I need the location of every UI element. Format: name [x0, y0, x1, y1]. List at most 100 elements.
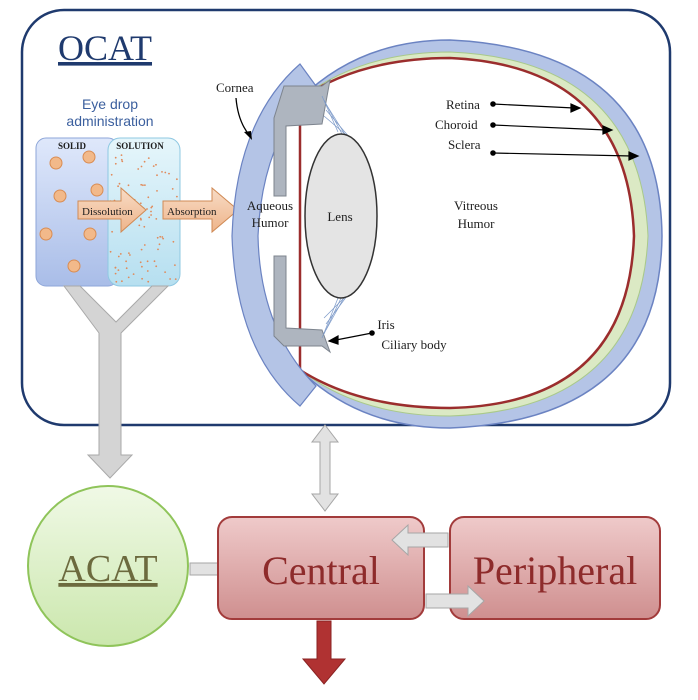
solution-particle — [138, 224, 141, 227]
peripheral-label: Peripheral — [473, 548, 637, 593]
solution-particle — [121, 280, 123, 283]
solution-particle — [110, 173, 113, 176]
solution-particle — [140, 248, 143, 251]
solution-particle — [144, 184, 146, 187]
ocat-central-arrow — [310, 424, 340, 512]
solution-particle — [147, 157, 150, 160]
solution-particle — [150, 214, 153, 216]
solution-particle — [141, 277, 144, 280]
solution-particle — [174, 278, 177, 280]
solution-particle — [127, 184, 130, 187]
solution-particle — [171, 188, 174, 190]
iris-pointer — [327, 330, 375, 345]
retina-layer — [298, 56, 636, 410]
solution-particle — [119, 253, 122, 255]
sclera-label: Sclera — [448, 137, 481, 152]
iris-bottom — [273, 255, 332, 354]
solution-particle — [152, 165, 155, 168]
solution-particle — [147, 280, 150, 283]
solution-particle — [117, 269, 120, 271]
central-to-peripheral-arrow — [425, 584, 485, 618]
solution-particle — [164, 171, 167, 174]
y-connector — [63, 285, 170, 479]
solution-particle — [156, 190, 158, 192]
solution-particle — [114, 162, 117, 165]
ocat-title: OCAT — [58, 28, 152, 68]
dissolution-label: Dissolution — [82, 206, 133, 218]
absorption-arrow — [162, 186, 239, 234]
solution-particle — [146, 260, 149, 263]
solution-particle — [168, 172, 170, 175]
solution-particle — [114, 156, 117, 159]
lens — [304, 133, 378, 299]
solution-particle — [140, 165, 143, 168]
solution-particle — [139, 217, 142, 220]
solution-particle — [111, 230, 113, 233]
solution-particle — [120, 154, 123, 157]
solution-particle — [147, 196, 150, 199]
solution-particle — [174, 264, 176, 266]
solution-particle — [161, 236, 164, 238]
solution-particle — [127, 252, 130, 255]
solution-particle — [150, 210, 152, 213]
aqueous-label-line1: Aqueous — [247, 198, 293, 213]
iris-label: Iris — [377, 317, 394, 332]
elimination-arrow — [301, 620, 347, 685]
solution-particle — [155, 218, 158, 220]
solution-particle — [125, 260, 127, 263]
eyeball — [231, 39, 663, 429]
solution-particle — [162, 237, 165, 240]
solution-particle — [132, 273, 135, 275]
solution-particle — [117, 255, 120, 258]
solution-particle — [176, 195, 178, 198]
solution-particle — [156, 174, 158, 177]
solution-particle — [176, 178, 178, 181]
solution-particle — [151, 205, 154, 208]
solution-particle — [169, 278, 172, 280]
solution-particle — [172, 240, 175, 243]
solution-particle — [155, 163, 157, 166]
solution-particle — [146, 208, 148, 210]
solution-particle — [139, 202, 142, 205]
central-label: Central — [262, 548, 380, 593]
peripheral-compartment — [449, 516, 661, 620]
zonule-fibers-bottom — [321, 289, 353, 339]
vitreous-label-line2: Humor — [458, 216, 496, 231]
solution-particle — [155, 265, 158, 268]
solution-particle — [153, 260, 156, 263]
aqueous-label-line2: Humor — [252, 215, 290, 230]
solution-particle — [141, 265, 143, 268]
dissolution-arrow — [77, 186, 147, 234]
central-compartment — [217, 516, 425, 620]
solution-particle — [161, 171, 163, 173]
cornea-layer — [231, 63, 317, 407]
choroid-label: Choroid — [435, 117, 478, 132]
ciliary-body-label: Ciliary body — [381, 337, 447, 352]
solution-particle — [140, 183, 143, 186]
solution-particle — [114, 266, 117, 269]
solution-particle — [109, 250, 112, 253]
retina-label: Retina — [446, 97, 480, 112]
iris-top — [273, 78, 331, 197]
solid-label: SOLID — [58, 141, 87, 151]
layer-pointers — [490, 101, 640, 161]
solution-particle — [156, 236, 159, 239]
solution-particle — [127, 276, 130, 279]
solution-particle — [114, 272, 117, 275]
solution-particle — [143, 225, 146, 228]
peripheral-to-central-arrow — [391, 523, 449, 557]
solution-particle — [120, 158, 123, 161]
solution-particle — [129, 254, 131, 256]
solid-particles — [39, 150, 104, 273]
solution-particle — [125, 267, 128, 270]
solution-particle — [142, 184, 144, 187]
solution-particle — [143, 160, 146, 163]
solution-particle — [158, 243, 161, 246]
solution-particle — [118, 182, 121, 185]
solution-particle — [115, 280, 118, 283]
solution-particle — [148, 216, 151, 219]
solution-particle — [157, 248, 159, 251]
vitreous-label-line1: Vitreous — [454, 198, 498, 213]
solution-particle — [121, 160, 124, 163]
